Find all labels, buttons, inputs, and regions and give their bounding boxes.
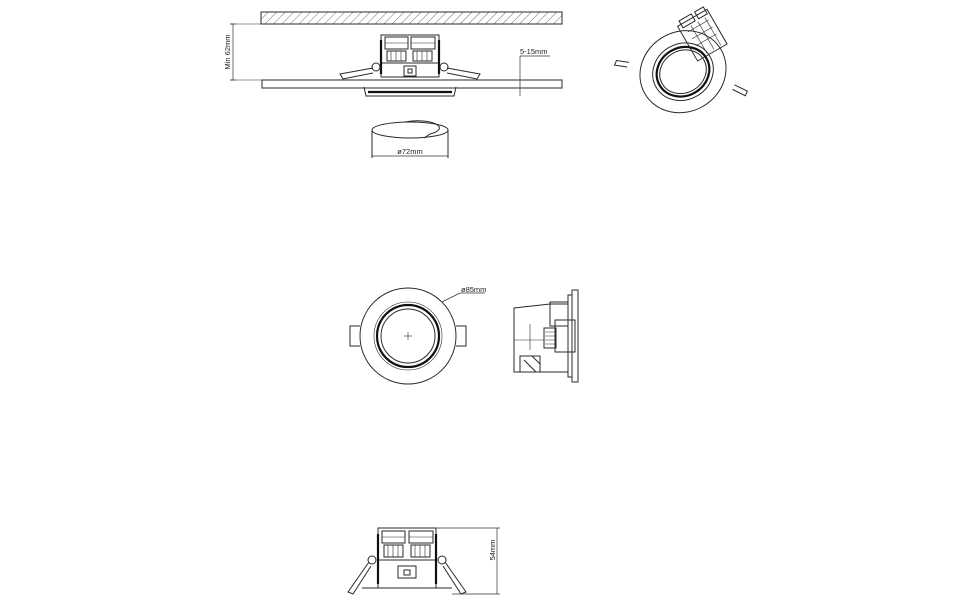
overall-height-label: 54mm bbox=[488, 540, 497, 561]
ceiling-thickness-label: 5-15mm bbox=[520, 47, 548, 56]
isometric-view bbox=[613, 6, 748, 114]
front-view: ø85mm bbox=[349, 285, 486, 385]
ceiling-board bbox=[261, 79, 563, 89]
min-height-label: Min 62mm bbox=[223, 34, 232, 69]
outer-diameter-label: ø85mm bbox=[461, 285, 486, 294]
outer-diameter-leader bbox=[441, 292, 461, 303]
outer-rim bbox=[359, 287, 457, 385]
downlight-body-section bbox=[339, 34, 481, 97]
side-view bbox=[513, 289, 579, 383]
ceiling-slab bbox=[260, 11, 563, 25]
installation-section-view: Min 62mm 5-15mm bbox=[223, 11, 563, 97]
cutout-hole-view: ø72mm bbox=[371, 120, 449, 158]
cutout-diameter-label: ø72mm bbox=[397, 147, 422, 156]
elevation-view: 54mm bbox=[347, 527, 500, 595]
